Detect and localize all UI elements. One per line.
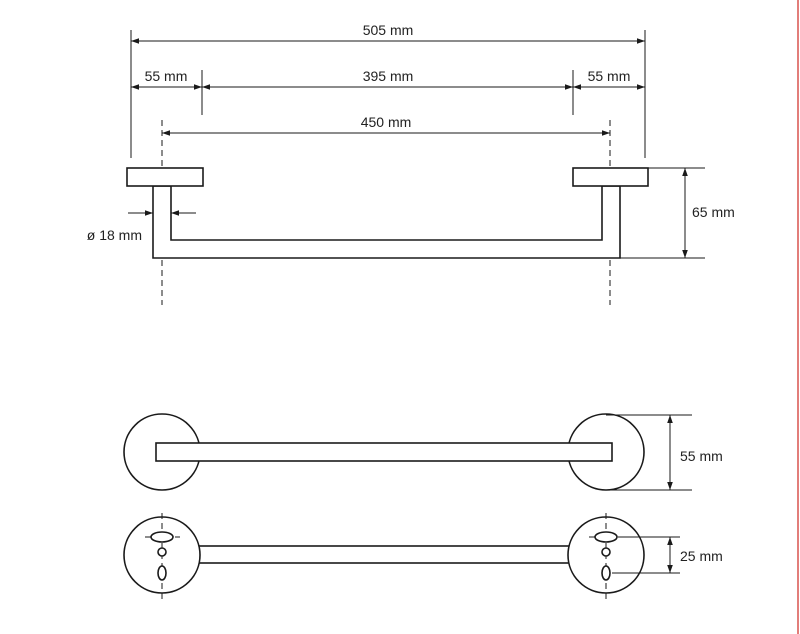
mounting-hole-right-mid	[601, 547, 611, 557]
dim-tube-diameter: ø 18 mm	[87, 227, 142, 243]
left-rosette-top	[126, 167, 204, 187]
dim-center-distance: 450 mm	[361, 114, 412, 130]
dim-depth: 65 mm	[692, 204, 735, 220]
top-view: 505 mm 55 mm 395 mm 55 mm 450 mm ø 18 mm…	[87, 22, 735, 305]
dim-rosette-diameter: 55 mm	[680, 448, 723, 464]
towel-bar-front	[155, 442, 613, 462]
mounting-slot-left-top	[150, 531, 174, 543]
dim-right-rosette: 55 mm	[588, 68, 631, 84]
right-rosette-top	[572, 167, 649, 187]
front-view: 55 mm	[123, 413, 723, 491]
mounting-slot-right-top	[594, 531, 618, 543]
mounting-hole-left-mid	[157, 547, 167, 557]
mounting-slot-right-bottom	[601, 565, 611, 581]
dim-bar-span: 395 mm	[363, 68, 414, 84]
towel-bar-tube-top	[152, 185, 621, 259]
back-view: 25 mm	[123, 513, 723, 602]
towel-bar-back	[189, 545, 579, 564]
mounting-slot-left-bottom	[157, 565, 167, 581]
dim-hole-spacing: 25 mm	[680, 548, 723, 564]
dim-overall-width: 505 mm	[363, 22, 414, 38]
dim-left-rosette: 55 mm	[145, 68, 188, 84]
